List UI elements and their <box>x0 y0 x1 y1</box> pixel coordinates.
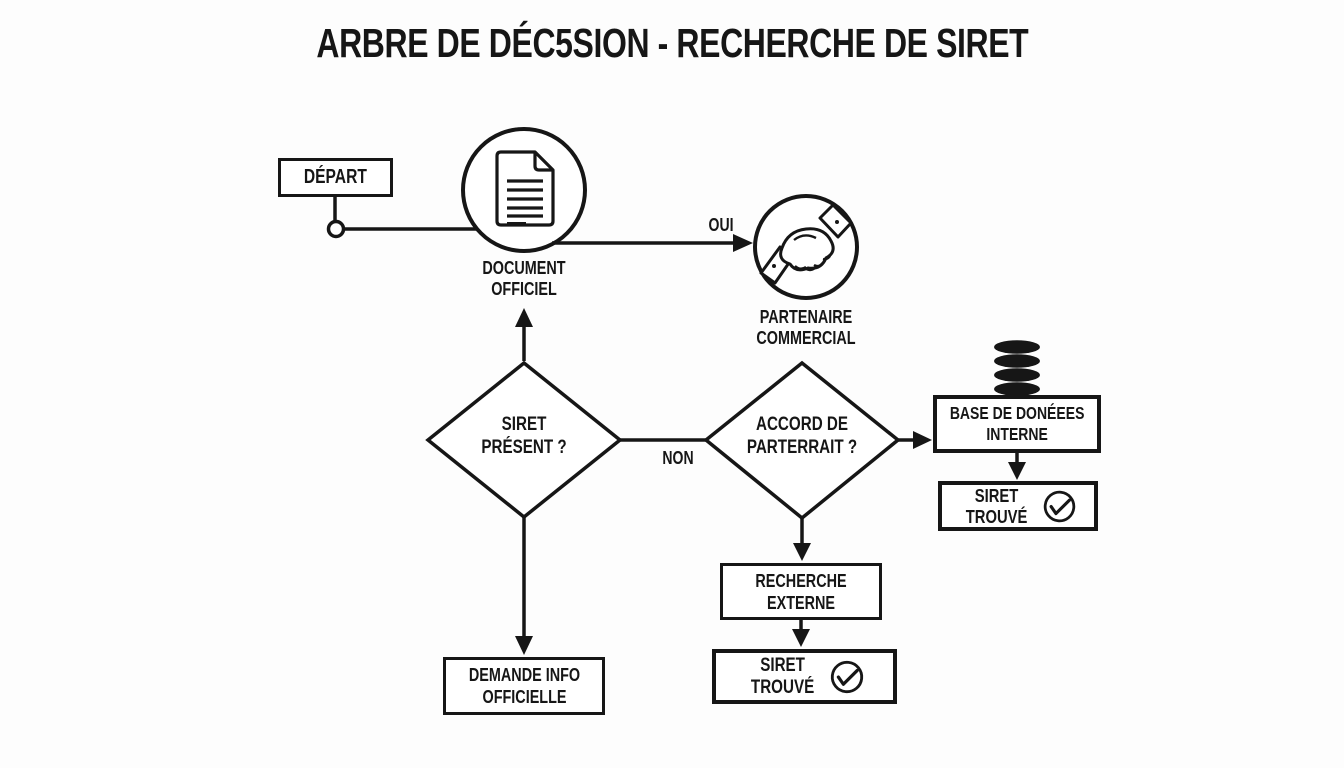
arrowhead-down <box>1008 462 1026 480</box>
start-connector-dot <box>326 219 346 239</box>
edge-siret-to-demande <box>515 517 533 655</box>
page-title: ARBRE DE DÉC5SION - RECHERCHE DE SIRET <box>316 20 1028 66</box>
document-node <box>461 127 587 253</box>
edge-label-non: NON <box>662 448 694 468</box>
node-siret-trouve-externe: SIRET TROUVÉ <box>712 649 897 704</box>
node-base-donnees-interne: BASE DE DONÉEES INTERNE <box>933 395 1101 453</box>
edge-oui-arrow <box>552 234 753 252</box>
partner-node <box>753 194 859 300</box>
node-siret-trouve-interne: SIRET TROUVÉ <box>938 481 1098 531</box>
edge-recherche-to-siret <box>792 620 810 647</box>
arrowhead-down <box>793 543 811 561</box>
depart-label: DÉPART <box>304 166 367 188</box>
check-circle-icon <box>830 660 864 693</box>
edge-accord-to-recherche <box>793 518 811 561</box>
edge-base-to-siret <box>1008 453 1026 480</box>
node-depart: DÉPART <box>278 158 393 197</box>
edge-siret-to-document <box>515 308 533 361</box>
accord-partenariat-label: ACCORD DE PARTERRAIT ? <box>746 414 858 458</box>
document-icon <box>495 150 555 227</box>
arrowhead-right <box>733 234 753 252</box>
arrowhead-right <box>913 431 932 449</box>
siret-present-label: SIRET PRÉSENT ? <box>481 414 567 458</box>
document-officiel-label: DOCUMENT OFFICIEL <box>482 258 566 299</box>
database-icon <box>994 340 1040 396</box>
partenaire-commercial-label: PARTENAIRE COMMERCIAL <box>756 307 856 348</box>
arrowhead-down <box>792 629 810 647</box>
arrowhead-up <box>515 308 533 327</box>
node-recherche-externe: RECHERCHE EXTERNE <box>720 563 882 620</box>
arrowhead-down <box>515 636 533 655</box>
check-circle-icon <box>1043 490 1076 522</box>
edge-depart-to-document <box>326 197 478 239</box>
node-demande-info-officielle: DEMANDE INFO OFFICIELLE <box>443 657 605 715</box>
edge-label-oui: OUI <box>708 215 734 235</box>
handshake-icon <box>759 203 853 285</box>
edge-accord-to-base <box>898 431 932 449</box>
